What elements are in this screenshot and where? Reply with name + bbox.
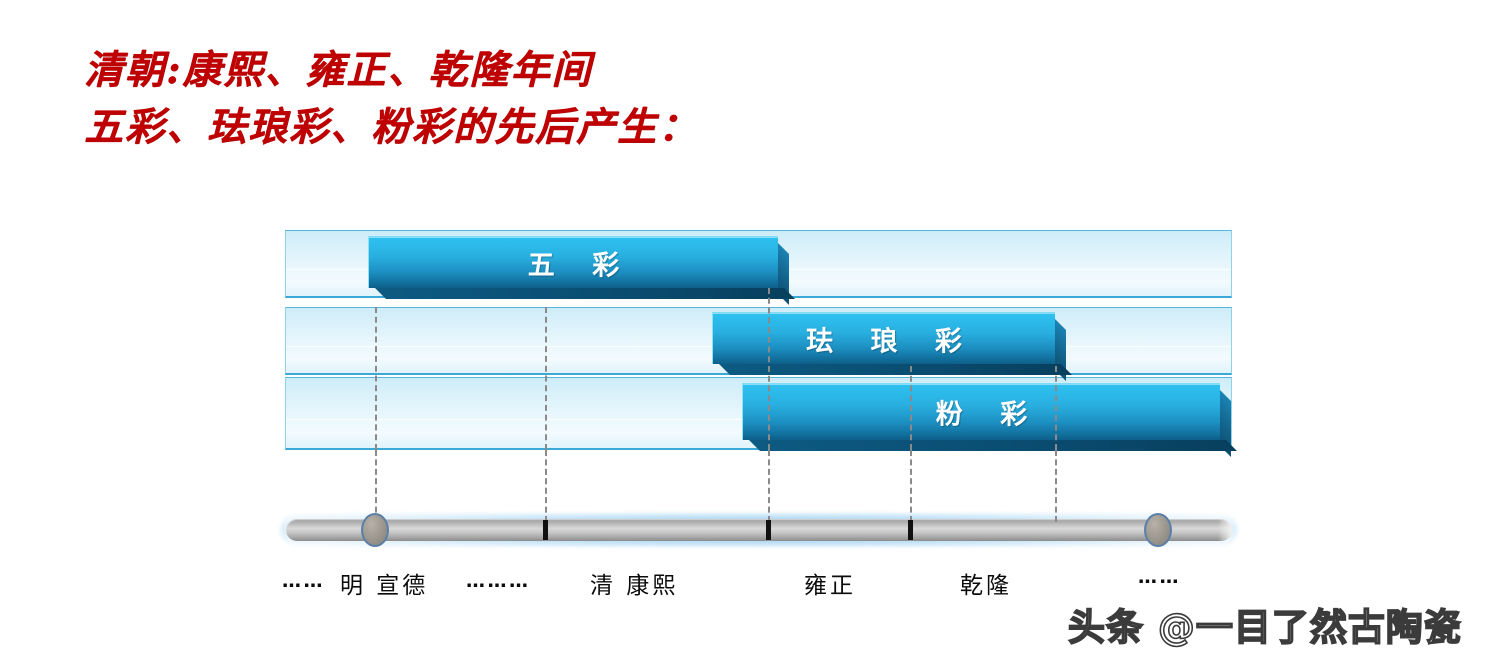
watermark: 头条 @一目了然古陶瓷 — [1067, 605, 1462, 650]
axis-label-yongzheng: 雍正 — [804, 573, 856, 599]
bar-label-falangcai: 珐 琅 彩 — [806, 326, 976, 357]
bar-fencai[interactable]: 粉 彩 — [742, 383, 1237, 457]
leader-dots-3: …… — [1138, 566, 1181, 588]
dash-line-1-lower — [375, 450, 377, 522]
timeline-tick-qianlong — [908, 520, 913, 540]
dash-line-5-lower — [1055, 450, 1057, 522]
axis-label-qianlong: 乾隆 — [960, 573, 1012, 599]
title-line-1: 清朝:康熙、雍正、乾隆年间 — [84, 47, 593, 93]
bar-label-wucai: 五 彩 — [527, 250, 634, 281]
timeline-node-end[interactable] — [1144, 513, 1172, 547]
timeline-rail — [286, 519, 1232, 541]
page-title: 清朝:康熙、雍正、乾隆年间 五彩、珐琅彩、粉彩的先后产生： — [84, 42, 984, 156]
dash-line-2 — [545, 307, 547, 450]
dash-line-3-lower — [768, 450, 770, 522]
timeline-chart: 五 彩 珐 琅 彩 粉 彩 — [285, 230, 1237, 457]
axis-label-qing-kangxi: 清 康熙 — [590, 573, 679, 599]
bar-wucai[interactable]: 五 彩 — [368, 236, 795, 305]
dash-line-4-lower — [910, 450, 912, 522]
timeline-axis — [278, 505, 1240, 557]
leader-dots-2: ……… — [466, 570, 531, 592]
dash-line-3 — [768, 288, 770, 450]
timeline-tick-yongzheng — [766, 520, 771, 540]
dash-line-2-lower — [545, 450, 547, 522]
bar-label-fencai: 粉 彩 — [935, 399, 1042, 431]
leader-dots-1: …… — [282, 570, 325, 592]
title-line-2: 五彩、珐琅彩、粉彩的先后产生： — [84, 104, 700, 150]
timeline-tick-kangxi — [543, 520, 548, 540]
dash-line-1 — [375, 307, 377, 450]
timeline-node-start[interactable] — [361, 513, 389, 547]
dash-line-4 — [910, 366, 912, 450]
dash-line-5 — [1055, 366, 1057, 450]
axis-label-ming-xuande: 明 宣德 — [340, 573, 429, 599]
